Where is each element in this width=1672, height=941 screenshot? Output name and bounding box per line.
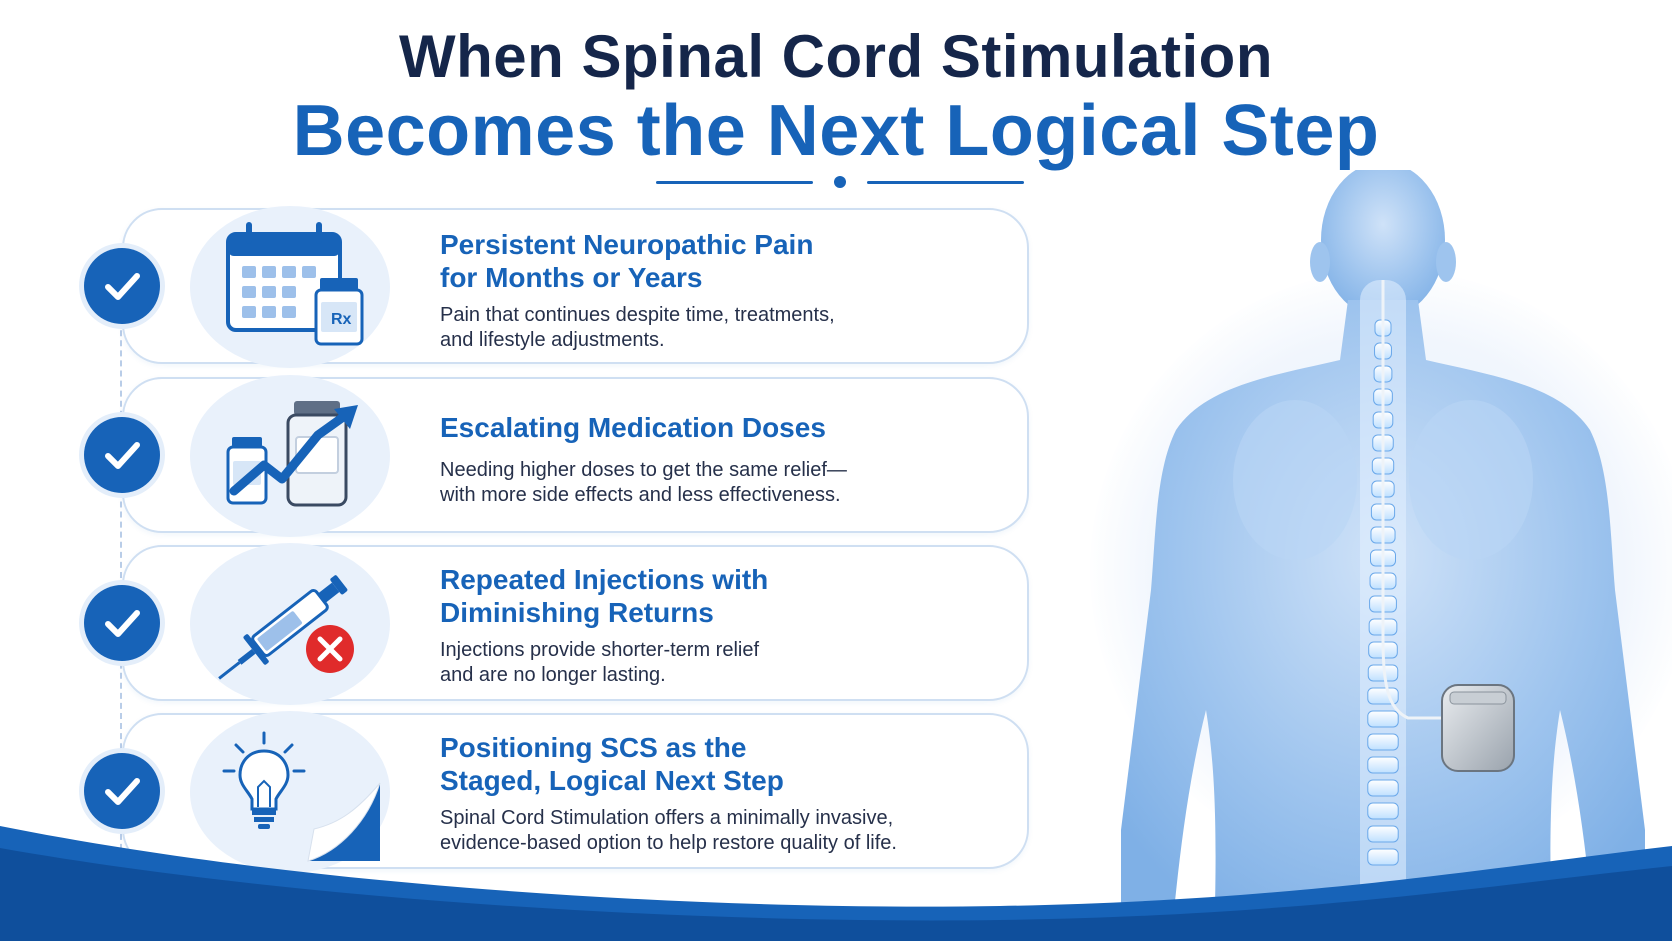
check-icon (84, 585, 160, 661)
card-3-title-line1: Repeated Injections with (440, 564, 769, 595)
vertebra (1367, 802, 1399, 820)
lightbulb-icon (190, 711, 390, 873)
title-divider (656, 172, 1024, 192)
vertebra (1367, 710, 1399, 728)
card-4-title-line1: Positioning SCS as the (440, 732, 747, 763)
vertebra (1367, 848, 1399, 866)
criteria-card-1: Rx Persistent Neuropathic Pain for Month… (122, 206, 1029, 368)
card-4-desc-line2: evidence-based option to help restore qu… (440, 832, 897, 854)
vertebra (1367, 687, 1399, 705)
card-3-desc-line1: Injections provide shorter-term relief (440, 639, 760, 661)
check-icon (84, 753, 160, 829)
medication-rising-icon (190, 375, 390, 537)
page-title-line2: Becomes the Next Logical Step (292, 91, 1380, 171)
check-icon (84, 248, 160, 324)
vertebra (1367, 779, 1399, 797)
card-3-desc-line2: and are no longer lasting. (440, 664, 666, 686)
svg-text:Rx: Rx (331, 311, 352, 328)
card-1-desc-line2: and lifestyle adjustments. (440, 329, 665, 351)
criteria-card-3: Repeated Injections with Diminishing Ret… (122, 543, 1029, 705)
human-back-spine-illustration (1090, 162, 1650, 941)
criteria-card-2: Escalating Medication Doses Needing high… (122, 375, 1029, 537)
syringe-cancel-icon (190, 543, 390, 705)
card-1-title-line1: Persistent Neuropathic Pain (440, 229, 814, 260)
card-2-desc-line1: Needing higher doses to get the same rel… (440, 459, 847, 481)
card-2-title-line1: Escalating Medication Doses (440, 412, 826, 443)
card-2-desc-line2: with more side effects and less effectiv… (440, 484, 841, 506)
check-icon (84, 417, 160, 493)
vertebra (1367, 733, 1399, 751)
calendar-prescription-icon: Rx (190, 206, 390, 368)
card-1-title-line2: for Months or Years (440, 262, 703, 293)
vertebra (1367, 825, 1399, 843)
card-1-desc-line1: Pain that continues despite time, treatm… (440, 304, 835, 326)
vertebra (1367, 756, 1399, 774)
card-4-title-line2: Staged, Logical Next Step (440, 765, 784, 796)
bottom-wave-decoration (0, 826, 1672, 941)
card-4-desc-line1: Spinal Cord Stimulation offers a minimal… (440, 807, 894, 829)
card-3-title-line2: Diminishing Returns (440, 597, 714, 628)
page-title-line1: When Spinal Cord Stimulation (399, 23, 1273, 90)
check-connector-line (120, 300, 140, 860)
